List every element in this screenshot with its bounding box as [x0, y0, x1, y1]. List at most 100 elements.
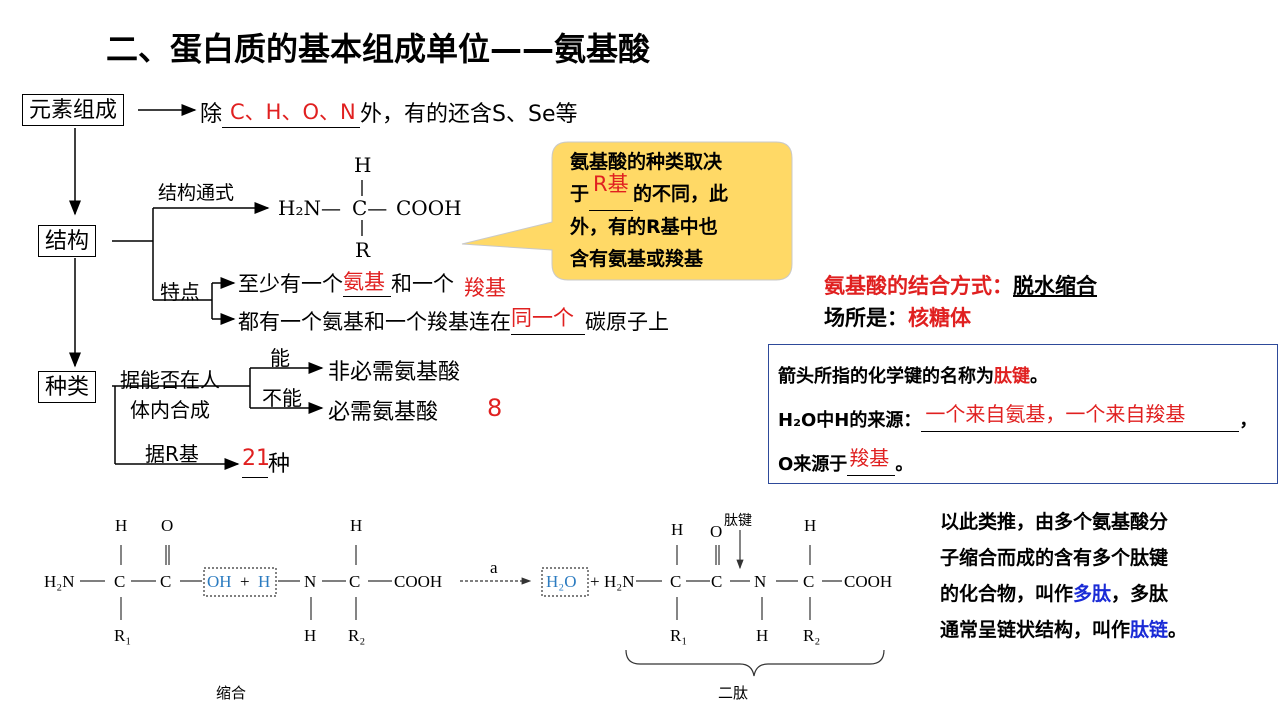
- elements-suffix: 外，有的还含S、Se等: [360, 102, 578, 127]
- product-n: N: [754, 572, 767, 591]
- elements-prefix: 除: [200, 102, 223, 127]
- feature1-blank2: 羧基: [454, 272, 514, 300]
- feature1-answer1: 氨基: [343, 270, 385, 294]
- aa1-c: C: [114, 572, 126, 591]
- poly-line3-suffix: ，多肽: [1111, 583, 1169, 605]
- question-3: O来源于羧基 。: [778, 446, 913, 476]
- q2-suffix: ，: [1239, 410, 1258, 431]
- feature2-row: 都有一个氨基和一个羧基连在同一个 碳原子上: [238, 306, 669, 336]
- structure-box: 结构: [38, 225, 97, 257]
- feature1-answer2: 羧基: [464, 276, 506, 300]
- binding-row: 氨基酸的结合方式：脱水缩合: [824, 270, 1097, 300]
- aa2-n: N: [304, 572, 317, 591]
- reaction-plus: +: [240, 572, 250, 591]
- q1-suffix: 。: [1030, 366, 1048, 387]
- callout-line4: 含有氨基或羧基: [570, 248, 704, 270]
- poly-line3: 的化合物，叫作多肽，多肽: [940, 576, 1187, 612]
- feature1-mid: 和一个: [391, 272, 454, 296]
- formula-h-top: H: [354, 153, 372, 177]
- product-plus: +: [590, 572, 600, 591]
- product-c1: C: [670, 572, 682, 591]
- reaction-arrow-label: a: [490, 558, 498, 577]
- types-criterion-line1: 据能否在人: [120, 368, 220, 392]
- product-h-bottom: H: [756, 626, 769, 645]
- product-h-right: H: [804, 516, 817, 535]
- q2-blank: 一个来自氨基，一个来自羧基: [921, 402, 1240, 432]
- essential-count: 8: [487, 394, 503, 422]
- aa1-o-top: O: [161, 516, 174, 535]
- aa1-h2n: H₂N: [44, 572, 75, 591]
- q3-prefix: O来源于: [778, 454, 848, 475]
- aa1-c2: C: [160, 572, 172, 591]
- reaction-water: H₂O: [546, 572, 577, 591]
- poly-line4-prefix: 通常呈链状结构，叫作: [940, 619, 1131, 641]
- poly-line1: 以此类推，由多个氨基酸分: [940, 511, 1169, 533]
- cannot-label: 不能: [262, 386, 302, 410]
- product-c2: C: [711, 572, 723, 591]
- callout-line2-suffix: 的不同，此: [633, 183, 729, 205]
- feature2-prefix: 都有一个氨基和一个羧基连在: [238, 310, 511, 334]
- types-box: 种类: [38, 371, 97, 403]
- r-count-blank: 21: [242, 446, 270, 478]
- question-1: 箭头所指的化学键的名称为肽键。: [778, 362, 1048, 388]
- question-box: [768, 344, 1278, 484]
- by-r-label: 据R基: [145, 442, 199, 466]
- poly-line3-prefix: 的化合物，叫作: [940, 583, 1074, 605]
- q2-answer: 一个来自氨基，一个来自羧基: [925, 402, 1186, 426]
- page-title: 二、蛋白质的基本组成单位——氨基酸: [106, 30, 651, 68]
- feature1-row: 至少有一个氨基 和一个羧基: [238, 268, 514, 300]
- aa2-cooh: COOH: [394, 572, 443, 591]
- q3-blank: 羧基: [847, 446, 896, 476]
- aa1-r: R₁: [114, 626, 132, 645]
- callout-line2-prefix: 于: [570, 183, 590, 205]
- reaction-oh: OH: [207, 572, 232, 591]
- poly-term-polypeptide: 多肽: [1073, 583, 1112, 605]
- aa2-r: R₂: [348, 626, 366, 645]
- place-value: 核糖体: [908, 306, 971, 330]
- can-label: 能: [270, 346, 290, 370]
- question-2: H₂O中H的来源：一个来自氨基，一个来自羧基 ，: [778, 402, 1258, 432]
- reaction-h: H: [258, 572, 271, 591]
- aa2-c: C: [349, 572, 361, 591]
- product-h2n: H₂N: [604, 572, 635, 591]
- general-formula-label: 结构通式: [158, 182, 235, 204]
- peptide-bond-label: 肽键: [724, 513, 752, 529]
- poly-line4-suffix: 。: [1168, 619, 1188, 641]
- formula-center: C—: [352, 196, 388, 220]
- product-o-top: O: [710, 522, 723, 541]
- place-row: 场所是：核糖体: [824, 302, 971, 332]
- r-unit: 种: [268, 452, 291, 477]
- place-label: 场所是：: [824, 306, 908, 330]
- feature2-answer: 同一个: [511, 306, 574, 330]
- types-criterion-line2: 体内合成: [130, 398, 210, 422]
- nonessential-label: 非必需氨基酸: [328, 360, 461, 385]
- aa2-h-top: H: [350, 516, 363, 535]
- q3-answer: 羧基: [849, 446, 890, 470]
- feature2-blank: 同一个: [511, 306, 585, 335]
- r-count: 21: [242, 446, 270, 471]
- poly-term-chain: 肽链: [1130, 619, 1169, 641]
- product-r1: R₁: [670, 626, 688, 645]
- aa1-h-top: H: [115, 516, 128, 535]
- feature1-blank1: 氨基: [343, 270, 391, 297]
- poly-line2: 子缩合而成的含有多个肽键: [940, 547, 1169, 569]
- feature2-suffix: 碳原子上: [585, 310, 669, 334]
- polypeptide-text: 以此类推，由多个氨基酸分 子缩合而成的含有多个肽键 的化合物，叫作多肽，多肽 通…: [940, 504, 1187, 648]
- caption-dipeptide: 二肽: [718, 684, 749, 702]
- callout-line3: 外，有的R基中也: [570, 216, 718, 238]
- features-label: 特点: [160, 280, 200, 304]
- formula-r: R: [355, 238, 371, 262]
- binding-method: 脱水缩合: [1013, 274, 1097, 298]
- product-cooh: COOH: [844, 572, 893, 591]
- elements-box: 元素组成: [22, 94, 125, 126]
- callout-line1: 氨基酸的种类取决: [570, 151, 723, 173]
- caption-condensation: 缩合: [216, 684, 247, 702]
- product-h-left: H: [671, 520, 684, 539]
- product-c3: C: [803, 572, 815, 591]
- feature1-prefix: 至少有一个: [238, 272, 343, 296]
